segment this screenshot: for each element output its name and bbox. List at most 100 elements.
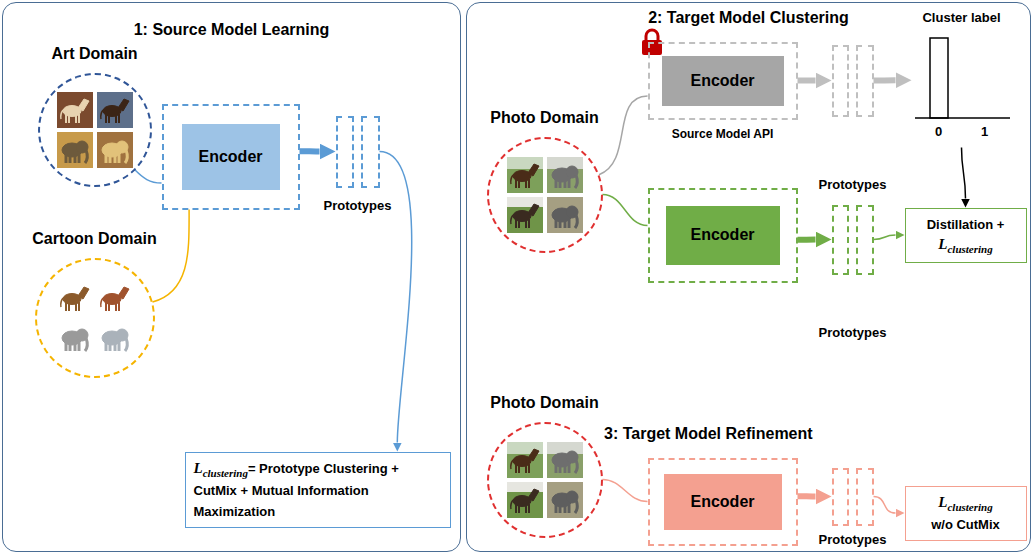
encoder-body: Encoder (666, 206, 780, 265)
axis-tick-holder: 1 (975, 122, 995, 140)
text-line: Lclustering (914, 492, 1018, 514)
loss-text: L (938, 236, 947, 252)
loss-box: Distillation + Lclustering (905, 208, 1027, 263)
text-line: w/o CutMix (914, 514, 1018, 535)
photo-thumbnail (547, 442, 583, 478)
domain-label: Photo Domain (490, 394, 598, 411)
encoder-body: Encoder (182, 124, 280, 190)
photo-thumbnail (507, 482, 543, 518)
encoder-label: Encoder (690, 493, 754, 511)
photo-thumbnail (547, 157, 583, 193)
axis-tick: 0 (935, 124, 942, 139)
cartoon-thumbnail (57, 280, 93, 316)
connector (599, 96, 648, 175)
encoder-body: Encoder (664, 474, 782, 530)
domain-circle: Photo Domain (487, 422, 603, 538)
prototype-label: Prototypes (819, 177, 887, 192)
axis-tick: 1 (981, 124, 988, 139)
section-title: 3: Target Model Refinement (604, 425, 813, 442)
cluster-bar-chart (915, 38, 1010, 118)
section-title: 2: Target Model Clustering (648, 9, 849, 26)
text-line: Distillation + (914, 214, 1018, 235)
prototype-label: Prototypes (324, 198, 392, 213)
flow-arrow (798, 493, 816, 499)
art-thumbnail (57, 132, 93, 168)
prototype-bar (361, 116, 379, 188)
prototype-label-holder: Prototypes (792, 175, 914, 193)
api-label-holder: Source Model API (620, 124, 826, 142)
connector (153, 210, 190, 303)
section-panel: 1: Source Model LearningArt DomainCartoo… (2, 2, 461, 552)
prototype-label-holder: Prototypes (792, 530, 914, 548)
chart-title: Cluster label (922, 10, 1000, 25)
section-title: 1: Source Model Learning (134, 21, 330, 38)
encoder-box: Encoder (162, 104, 300, 210)
domain-label: Photo Domain (490, 109, 598, 126)
photo-thumbnail (547, 197, 583, 233)
prototype-label: Prototypes (819, 325, 887, 340)
domain-label-holder: Photo Domain (429, 109, 661, 127)
cartoon-thumbnail (97, 280, 133, 316)
domain-label-holder: Cartoon Domain (0, 230, 213, 248)
domain-label-holder: Art Domain (0, 45, 210, 63)
flow-arrow (798, 237, 816, 243)
loss-box: Lclustering= Prototype Clustering + CutM… (185, 452, 451, 528)
photo-thumbnail (507, 442, 543, 478)
domain-label: Art Domain (51, 45, 137, 62)
flow-arrow (874, 77, 896, 83)
prototype-bar (856, 45, 874, 117)
prototype-label: Prototypes (819, 532, 887, 547)
prototype-block: Prototypes (336, 116, 380, 188)
chart-title-holder: Cluster label (912, 8, 1012, 26)
prototype-bar (832, 205, 850, 275)
art-thumbnail (97, 132, 133, 168)
encoder-body: Encoder (662, 56, 784, 106)
cartoon-thumbnail (57, 320, 93, 356)
prototype-block: Prototypes (832, 45, 874, 117)
art-thumbnail (97, 92, 133, 128)
encoder-label: Encoder (198, 148, 262, 166)
panel-title-holder: 3: Target Model Refinement (604, 425, 813, 443)
loss-text: L (938, 494, 947, 510)
loss-text: clustering (203, 467, 248, 479)
photo-thumbnail (507, 197, 543, 233)
connector (135, 170, 162, 183)
prototype-bar (832, 45, 850, 117)
connector (380, 152, 412, 443)
prototype-label-holder: Prototypes (792, 323, 914, 341)
api-label: Source Model API (672, 127, 774, 141)
prototype-bar (336, 116, 354, 188)
connector (603, 195, 648, 226)
encoder-label: Encoder (690, 72, 754, 90)
domain-label: Cartoon Domain (32, 230, 156, 247)
prototype-bar (856, 205, 874, 275)
loss-text: Distillation + (927, 217, 1005, 232)
encoder-box: Encoder (648, 188, 798, 283)
prototype-label-holder: Prototypes (296, 196, 420, 214)
loss-box: Lclustering w/o CutMix (905, 486, 1027, 541)
domain-label-holder: Photo Domain (429, 394, 661, 412)
domain-circle: Photo Domain (487, 137, 603, 253)
connector (874, 497, 896, 514)
prototype-bar (856, 468, 874, 526)
text-line: Lclustering (914, 234, 1018, 256)
domain-circle: Cartoon Domain (35, 258, 155, 378)
connector (603, 480, 648, 502)
photo-thumbnail (547, 482, 583, 518)
section-panel: 2: Target Model Clustering 3: Target Mode… (466, 2, 1031, 552)
panel-title-holder: 1: Source Model Learning (3, 21, 460, 39)
photo-thumbnail (507, 157, 543, 193)
loss-text: clustering (947, 501, 992, 513)
prototype-block: Prototypes (832, 468, 874, 526)
domain-circle: Art Domain (38, 73, 152, 187)
loss-text: w/o CutMix (931, 517, 1000, 532)
connector (962, 148, 966, 199)
flow-arrow (798, 78, 816, 84)
text-line: Lclustering= Prototype Clustering + CutM… (194, 458, 442, 522)
loss-text: clustering (947, 243, 992, 255)
cartoon-thumbnail (97, 320, 133, 356)
prototype-bar (832, 468, 850, 526)
flow-arrow (300, 148, 320, 154)
art-thumbnail (57, 92, 93, 128)
